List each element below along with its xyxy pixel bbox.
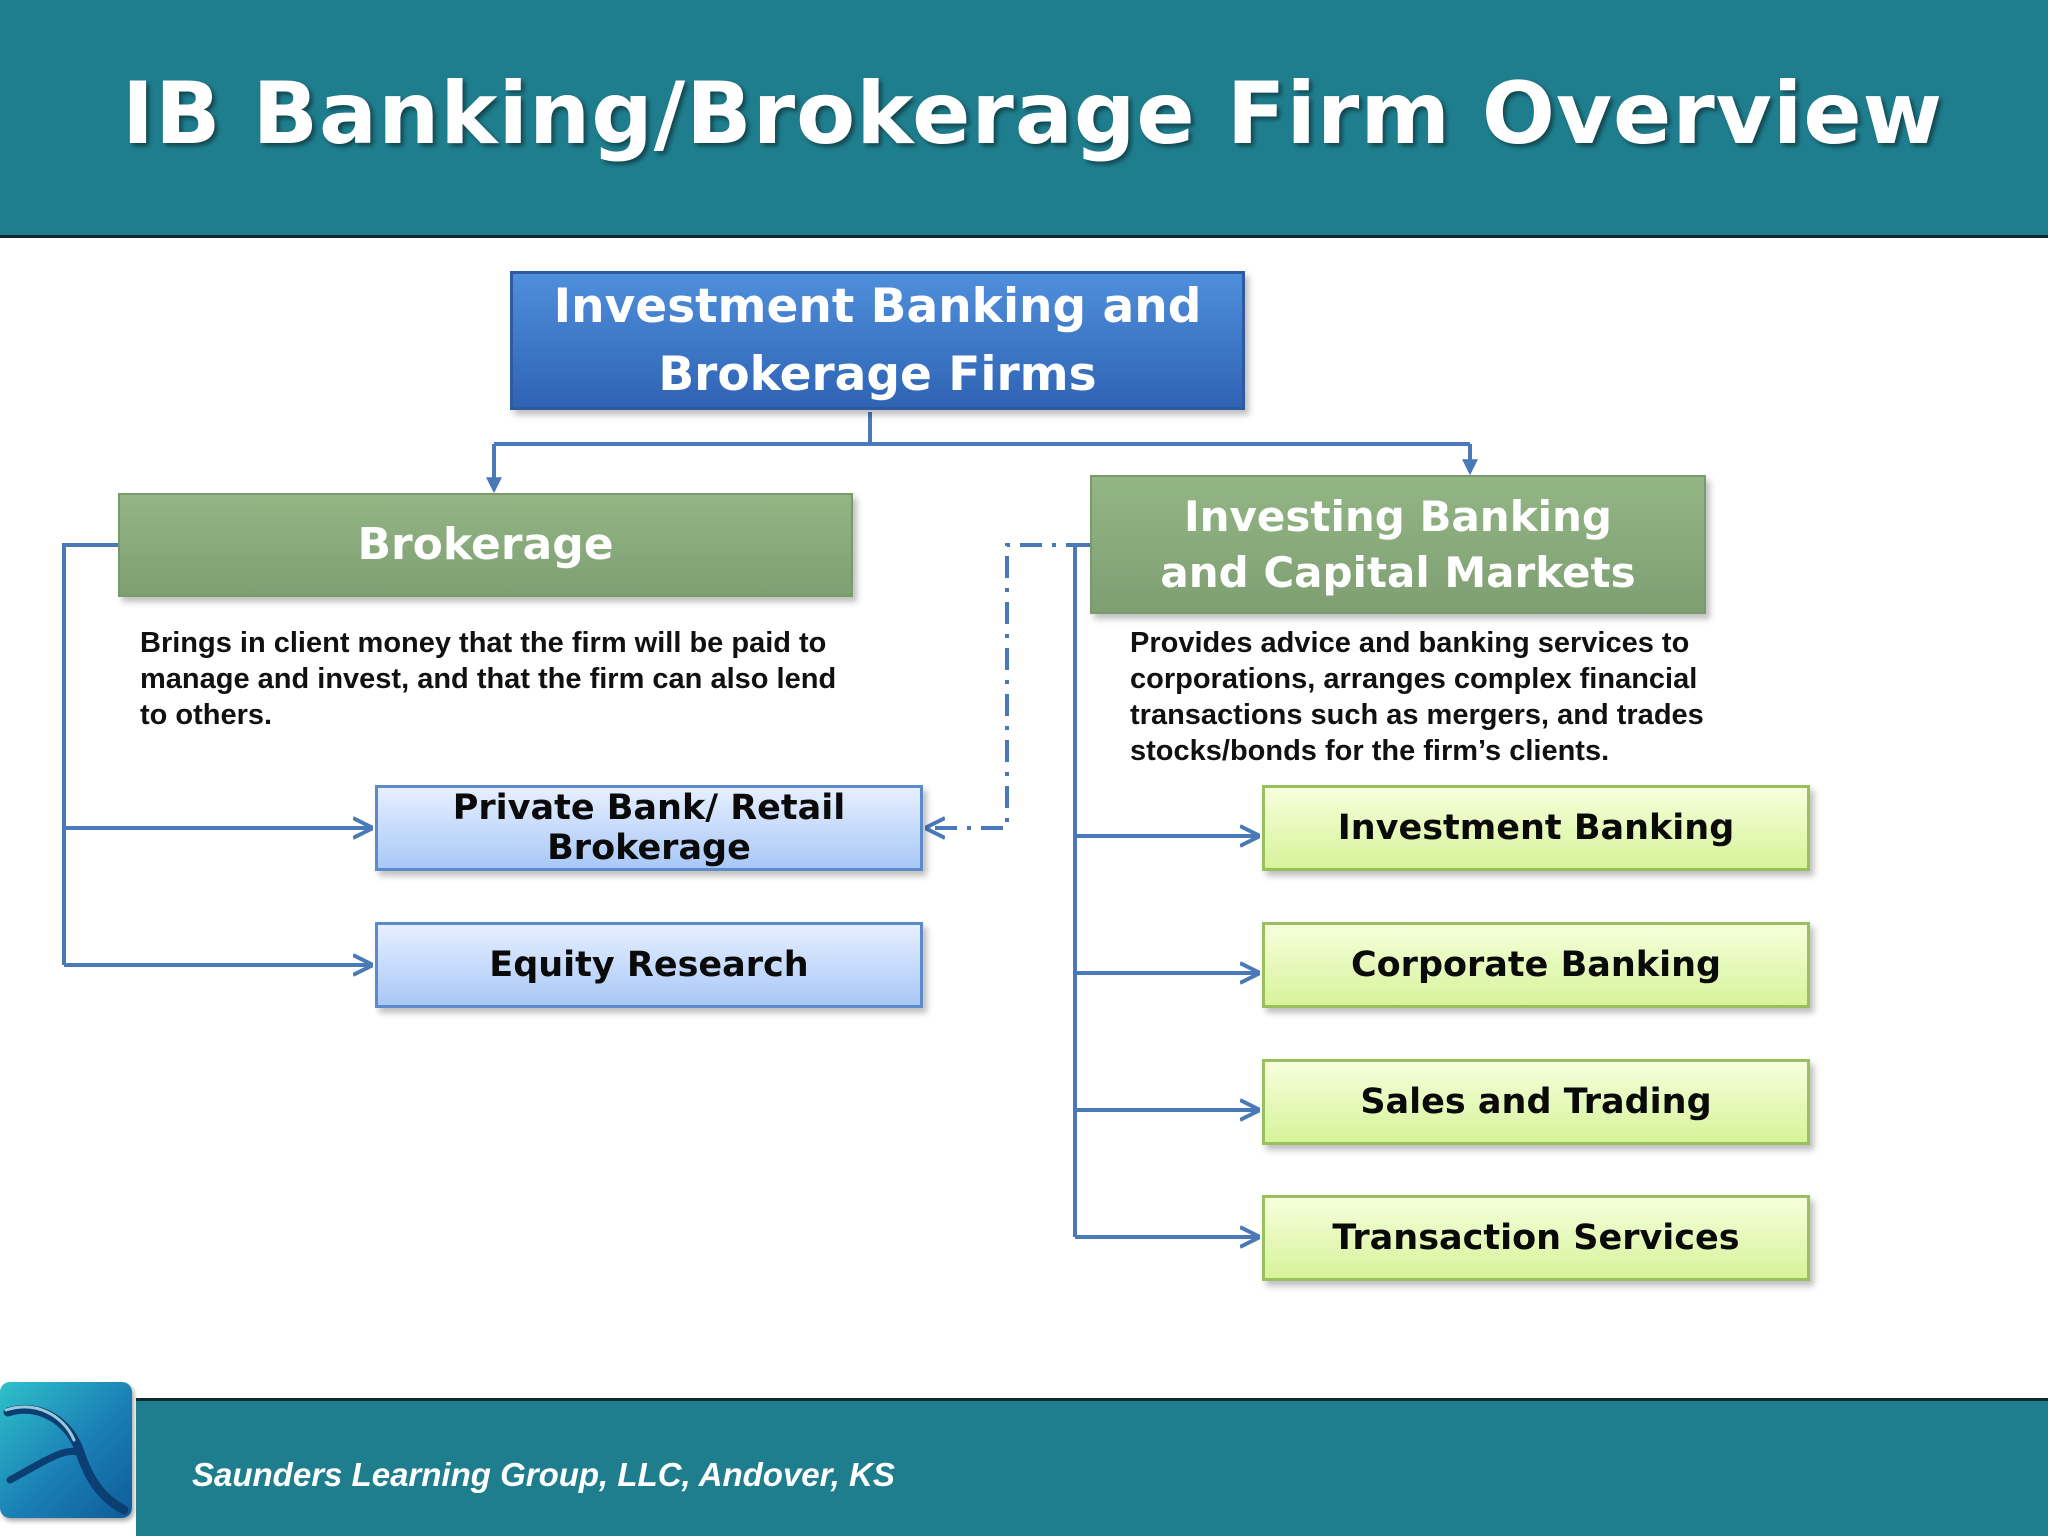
- footer-text: Saunders Learning Group, LLC, Andover, K…: [192, 1456, 895, 1493]
- equity-research-box: Equity Research: [375, 922, 923, 1008]
- root-box-line-1: Investment Banking and: [553, 278, 1202, 334]
- sales-and-trading-label: Sales and Trading: [1360, 1082, 1712, 1122]
- brokerage-box: Brokerage: [118, 493, 853, 597]
- header-band: IB Banking/Brokerage Firm Overview: [0, 0, 2048, 238]
- ibcm-box: Investing Banking and Capital Markets: [1090, 475, 1706, 614]
- root-box-investment-banking-brokerage: Investment Banking and Brokerage Firms: [510, 271, 1245, 410]
- transaction-services-label: Transaction Services: [1332, 1218, 1740, 1258]
- sales-and-trading-box: Sales and Trading: [1262, 1059, 1810, 1145]
- ibcm-description: Provides advice and banking services to …: [1130, 627, 1704, 767]
- private-bank-label: Private Bank/ Retail Brokerage: [452, 788, 846, 868]
- ibcm-to-private-bank-dashed-line: [927, 543, 1088, 828]
- brokerage-description: Brings in client money that the firm wil…: [140, 627, 837, 731]
- ibcm-label-line-1: Investing Banking: [1184, 491, 1612, 541]
- corporate-banking-box: Corporate Banking: [1262, 922, 1810, 1008]
- private-bank-retail-brokerage-box: Private Bank/ Retail Brokerage: [375, 785, 923, 871]
- root-box-line-2: Brokerage Firms: [658, 346, 1097, 402]
- investment-banking-box: Investment Banking: [1262, 785, 1810, 871]
- footer-band: Saunders Learning Group, LLC, Andover, K…: [136, 1398, 2048, 1536]
- investment-banking-label: Investment Banking: [1337, 808, 1735, 848]
- ibcm-label-line-2: and Capital Markets: [1160, 547, 1636, 597]
- transaction-services-box: Transaction Services: [1262, 1195, 1810, 1281]
- slide-title: IB Banking/Brokerage Firm Overview: [122, 64, 1944, 164]
- swoosh-logo-icon: [0, 1382, 132, 1518]
- equity-research-label: Equity Research: [489, 945, 809, 985]
- corporate-banking-label: Corporate Banking: [1350, 945, 1722, 985]
- brokerage-spine-line: [62, 543, 118, 965]
- ibcm-spine-line: [1073, 543, 1090, 1237]
- brokerage-label: Brokerage: [357, 519, 614, 570]
